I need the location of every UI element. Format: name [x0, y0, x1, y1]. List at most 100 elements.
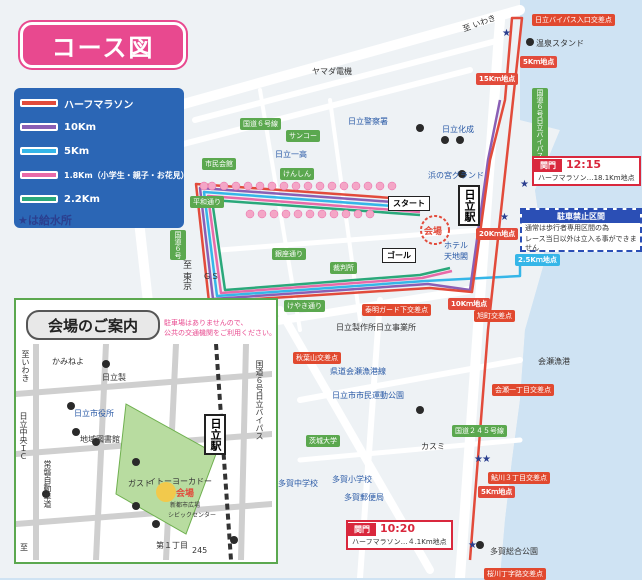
km-marker: 20Kｍ地点 [476, 228, 519, 240]
label-hitachikasei: 日立化成 [442, 125, 474, 134]
label-ibaraki: 茨城大学 [306, 435, 340, 447]
legend-label: ハーフマラソン [64, 99, 134, 111]
inset-label-bypass: 国道６号日立バイパス [255, 360, 264, 440]
km-marker: 2.5Kｍ地点 [515, 254, 560, 266]
inset-label-civic: シビックセンター [168, 512, 217, 519]
label-seisakusho: 日立製作所日立事業所 [336, 323, 416, 332]
legend-label: 1.8Km（小学生・親子・お花見） [64, 170, 189, 180]
no-parking-line1: 通常は歩行者専用区間の為 [525, 224, 609, 232]
label-sakuragawa: 桜川丁字路交差点 [484, 568, 546, 580]
legend-label: 2.2Km [64, 193, 100, 205]
inset-label-library: 地域図書館 [80, 435, 120, 444]
label-taishibashi: 泰明ガード下交差点 [362, 304, 431, 316]
label-taga-ps: 多賀小学校 [332, 475, 372, 484]
legend-swatch [20, 99, 58, 107]
label-keyaki: けやき通り [284, 300, 325, 312]
label-bypass-v: 国道６号日立バイパス [532, 88, 548, 160]
inset-note-line2: 公共の交通機関をご利用ください。 [164, 329, 276, 337]
legend-swatch [20, 147, 58, 155]
label-akiba: 秋葉山交差点 [293, 352, 341, 364]
legend-item-22km: 2.2Km [20, 192, 100, 206]
gate-sub: ハーフマラソン…18.1Km地点 [538, 174, 635, 182]
label-bypass-in: 日立バイパス入口交差点 [532, 14, 615, 26]
legend-item-10km: 10Km [20, 120, 96, 134]
inset-label-kamine: かみねよ [52, 357, 84, 366]
inset-title: 会場のご案内 [26, 310, 160, 340]
label-ichiko: 日立一高 [275, 150, 307, 159]
route-18km [206, 194, 453, 295]
label-yamada: ヤマダ電機 [312, 67, 352, 76]
label-sanko: サンコー [286, 130, 320, 142]
legend-item-half: ハーフマラソン [20, 96, 134, 111]
inset-venue-sub: 新都市広場 [170, 502, 201, 509]
inset-label-itoyokado: イトーヨーカドー [148, 477, 212, 486]
label-kasumi: カスミ [421, 442, 445, 451]
legend-swatch [20, 195, 58, 203]
gate-head: 関門 [348, 523, 376, 536]
km-marker: 10Kｍ地点 [448, 298, 491, 310]
label-route6-v: 国道６号 [170, 230, 186, 260]
legend-item-18km: 1.8Km（小学生・親子・お花見） [20, 168, 189, 182]
svg-text:★: ★ [502, 28, 511, 39]
label-ginza: 銀座通り [272, 248, 306, 260]
legend-label: 5Km [64, 145, 90, 157]
gate-sub: ハーフマラソン…４.1Km地点 [352, 538, 447, 546]
label-police: 日立警察署 [348, 117, 388, 126]
label-route6: 国道６号線 [240, 118, 281, 130]
label-shiminkaikan: 市民会館 [202, 158, 236, 170]
water-station-note: ★は給水所 [18, 214, 72, 227]
label-heiwa: 平和通り [190, 196, 224, 208]
km-marker: 5Kｍ地点 [478, 486, 516, 498]
hitachi-station: 日立駅 [458, 185, 480, 226]
svg-text:★: ★ [520, 179, 529, 190]
inset-label-seisakusho: 日立製 [102, 373, 126, 382]
label-oseport: 会瀬漁港 [538, 357, 570, 366]
label-hamanomiya: 浜の宮グランド [428, 171, 484, 180]
route-22km [210, 198, 451, 292]
no-parking-head: 駐車禁止区間 [522, 210, 640, 223]
inset-label-shiyakusho: 日立市役所 [74, 409, 114, 418]
svg-text:★: ★ [500, 212, 509, 223]
inset-note: 駐車場はありませんので、 公共の交通機関をご利用ください。 [164, 318, 276, 338]
label-taga-jh: 多賀中学校 [278, 479, 318, 488]
venue-label: 会場 [424, 227, 443, 237]
inset-map [16, 344, 272, 560]
label-kenshin: けんしん [280, 168, 314, 180]
label-gs: ＧＳ [203, 272, 219, 281]
route-10km [198, 99, 502, 301]
label-undokoen: 日立市市民運動公園 [332, 391, 404, 400]
inset-venue: 会場 [176, 489, 195, 499]
legend-label: 10Km [64, 121, 97, 133]
gate-head: 関門 [534, 159, 562, 172]
sea-area [500, 0, 642, 578]
inset-label-iwaki: 至いわき [21, 350, 30, 382]
svg-text:★: ★ [468, 540, 477, 551]
svg-text:★: ★ [474, 454, 483, 465]
legend-item-5km: 5Km [20, 144, 89, 158]
no-parking-zone-box: 駐車禁止区間 通常は歩行者専用区間の為 レース当日以外は立入る事ができません [520, 208, 642, 252]
inset-hitachi-station: 日立駅 [204, 414, 226, 455]
no-parking-line2: レース当日以外は立入る事ができません [525, 235, 637, 252]
venue-guide-inset: 会場のご案内 駐車場はありませんので、 公共の交通機関をご利用ください。 至いわ… [14, 298, 278, 564]
label-onsen: 温泉スタンド [536, 39, 584, 48]
start-label: スタート [388, 196, 430, 211]
label-hotel: ホテル天地閣 [444, 241, 468, 261]
label-taga-park: 多賀総合公園 [490, 547, 538, 556]
inset-label-daini: 第１丁目 [156, 541, 188, 550]
svg-text:★: ★ [482, 454, 491, 465]
legend: ハーフマラソン 10Km 5Km 1.8Km（小学生・親子・お花見） 2.2Km [14, 88, 189, 228]
inset-label-gusto: ガスト [128, 479, 152, 488]
label-asahimachi: 旭町交差点 [474, 310, 515, 322]
page-title: コース図 [20, 22, 186, 68]
label-gyokou: 県道会瀬漁港線 [330, 367, 386, 376]
km-marker: 15Kｍ地点 [476, 73, 519, 85]
label-to-tokyo: 至 東京 [181, 260, 191, 290]
legend-swatch [20, 123, 58, 131]
label-ose1: 会瀬一丁目交差点 [492, 384, 554, 396]
inset-label-sea: 至 [20, 543, 28, 552]
inset-label-ic: 日立中央ＩＣ [19, 412, 28, 460]
km-marker: 5Kｍ地点 [520, 56, 558, 68]
label-taga-post: 多賀郵便局 [344, 493, 384, 502]
goal-label: ゴール [382, 248, 416, 263]
